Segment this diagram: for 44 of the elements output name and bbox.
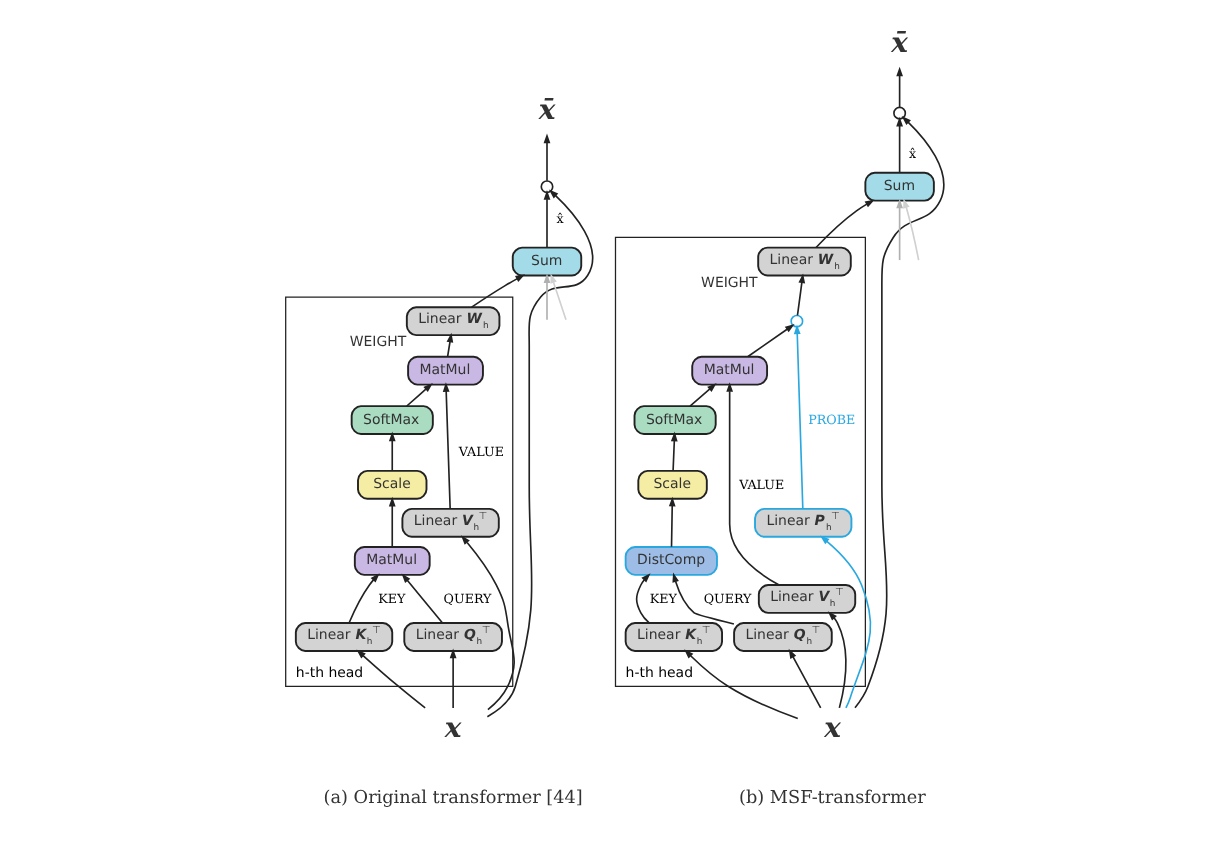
label: (a) Original transformer [44] bbox=[323, 787, 583, 808]
arrow bbox=[543, 132, 551, 181]
arrow bbox=[815, 198, 875, 248]
arrow bbox=[672, 571, 735, 624]
node-circle bbox=[540, 179, 554, 193]
arrow bbox=[460, 534, 515, 710]
node-circle bbox=[790, 313, 804, 327]
arrow bbox=[388, 495, 396, 547]
arrow bbox=[486, 188, 594, 717]
arrow bbox=[788, 647, 822, 708]
arrow bbox=[896, 65, 903, 108]
arrow bbox=[854, 115, 945, 708]
arrow bbox=[670, 430, 678, 471]
arrow bbox=[747, 323, 795, 357]
arrow bbox=[388, 430, 396, 471]
arrow bbox=[796, 272, 806, 316]
arrow bbox=[550, 272, 567, 320]
arrow bbox=[726, 381, 780, 585]
arrow bbox=[543, 189, 551, 248]
node-circle bbox=[893, 105, 907, 119]
arrow bbox=[668, 495, 676, 547]
node-text: x̄ bbox=[891, 26, 908, 59]
arrow bbox=[348, 572, 380, 623]
arrow bbox=[635, 572, 651, 623]
arrow bbox=[401, 572, 444, 623]
arrow bbox=[470, 273, 526, 307]
arrow bbox=[356, 648, 426, 708]
label: (b) MSF-transformer bbox=[739, 787, 926, 808]
arrow bbox=[827, 610, 847, 708]
node-text: x bbox=[444, 711, 462, 744]
arrow bbox=[896, 197, 903, 260]
arrow bbox=[819, 534, 872, 708]
arrow bbox=[793, 323, 804, 509]
arrow bbox=[446, 331, 454, 357]
arrow bbox=[449, 647, 457, 708]
node-text: x̄ bbox=[538, 93, 556, 126]
arrow bbox=[543, 272, 551, 320]
node-text: x bbox=[824, 711, 841, 744]
arrow bbox=[689, 382, 717, 406]
arrow bbox=[896, 115, 903, 173]
arrow bbox=[442, 381, 451, 509]
arrow bbox=[684, 648, 799, 719]
arrow bbox=[903, 197, 920, 261]
arrow bbox=[406, 382, 433, 406]
